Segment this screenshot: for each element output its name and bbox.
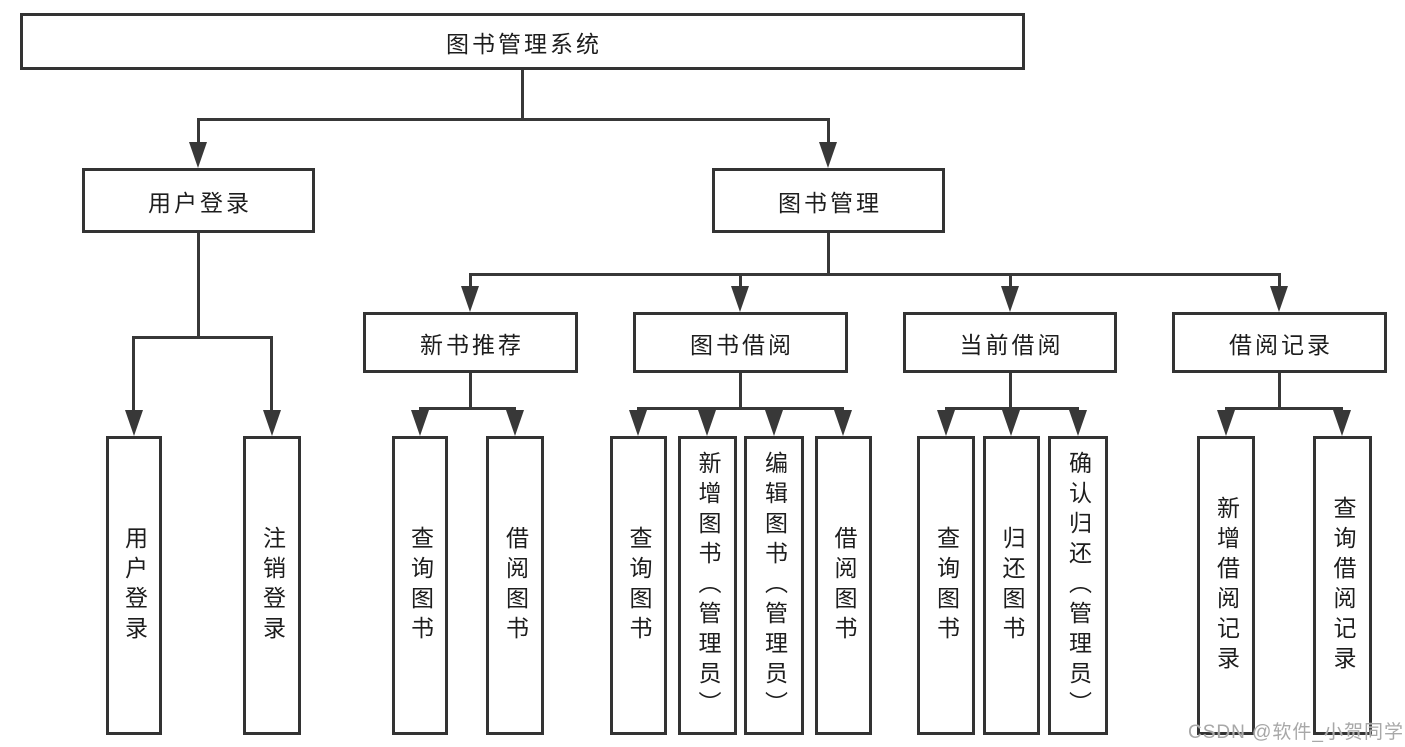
connector-line	[132, 336, 273, 339]
connector-line	[419, 407, 516, 410]
node-new-book-recommend: 新书推荐	[363, 312, 578, 373]
connector-line	[637, 407, 844, 410]
node-leaf-confirm-return-admin: 确认归还（管理员）	[1048, 436, 1108, 735]
node-leaf-return-books: 归还图书	[983, 436, 1040, 735]
node-leaf-query-borrow-record: 查询借阅记录	[1313, 436, 1372, 735]
arrow-down-icon	[263, 410, 281, 436]
connector-line	[197, 233, 200, 339]
connector-line	[469, 273, 472, 288]
node-leaf-borrow-books-2: 借阅图书	[815, 436, 872, 735]
node-leaf-query-books-3: 查询图书	[917, 436, 975, 735]
arrow-down-icon	[1270, 286, 1288, 312]
node-book-management: 图书管理	[712, 168, 945, 233]
arrow-down-icon	[189, 142, 207, 168]
node-user-login: 用户登录	[82, 168, 315, 233]
node-current-borrowing: 当前借阅	[903, 312, 1117, 373]
connector-line	[1009, 273, 1012, 288]
node-root-system: 图书管理系统	[20, 13, 1025, 70]
node-leaf-logout-login: 注销登录	[243, 436, 301, 735]
node-leaf-query-books-2: 查询图书	[610, 436, 667, 735]
node-leaf-add-borrow-record: 新增借阅记录	[1197, 436, 1255, 735]
arrow-down-icon	[731, 286, 749, 312]
arrow-down-icon	[629, 410, 647, 436]
arrow-down-icon	[765, 410, 783, 436]
connector-line	[827, 118, 830, 145]
connector-line	[1278, 273, 1281, 288]
connector-line	[469, 373, 472, 409]
node-book-borrowing: 图书借阅	[633, 312, 848, 373]
arrow-down-icon	[1001, 286, 1019, 312]
node-leaf-edit-book-admin: 编辑图书（管理员）	[744, 436, 804, 735]
arrow-down-icon	[698, 410, 716, 436]
connector-line	[739, 273, 742, 288]
connector-line	[1278, 373, 1281, 409]
arrow-down-icon	[125, 410, 143, 436]
arrow-down-icon	[461, 286, 479, 312]
connector-line	[521, 70, 524, 118]
connector-line	[945, 407, 1079, 410]
watermark: CSDN @软件_小贺同学	[1188, 722, 1404, 743]
arrow-down-icon	[1002, 410, 1020, 436]
arrow-down-icon	[506, 410, 524, 436]
node-borrowing-records: 借阅记录	[1172, 312, 1387, 373]
arrow-down-icon	[1069, 410, 1087, 436]
node-leaf-borrow-books-1: 借阅图书	[486, 436, 544, 735]
connector-line	[132, 336, 135, 413]
connector-line	[270, 336, 273, 413]
node-leaf-add-book-admin: 新增图书（管理员）	[678, 436, 737, 735]
arrow-down-icon	[834, 410, 852, 436]
node-leaf-query-books-1: 查询图书	[392, 436, 448, 735]
connector-line	[827, 233, 830, 276]
arrow-down-icon	[937, 410, 955, 436]
connector-line	[197, 118, 830, 121]
arrow-down-icon	[411, 410, 429, 436]
arrow-down-icon	[819, 142, 837, 168]
connector-line	[1225, 407, 1343, 410]
connector-line	[739, 373, 742, 409]
arrow-down-icon	[1217, 410, 1235, 436]
node-leaf-user-login: 用户登录	[106, 436, 162, 735]
connector-line	[197, 118, 200, 145]
connector-line	[1009, 373, 1012, 409]
arrow-down-icon	[1333, 410, 1351, 436]
connector-line	[469, 273, 1281, 276]
